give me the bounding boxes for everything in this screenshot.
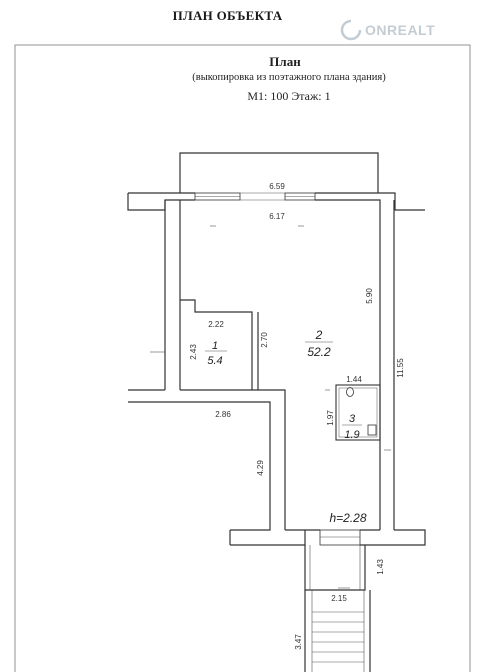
room-3-number: 3 — [349, 413, 356, 425]
dim-vestibule-width: 2.15 — [331, 594, 347, 603]
watermark: ONREALT — [340, 18, 435, 42]
upper-ledge — [179, 152, 379, 193]
entrance-stairs — [304, 590, 371, 672]
watermark-text: ONREALT — [365, 22, 436, 38]
watermark-logo-icon — [340, 19, 362, 41]
dim-room3-width: 1.44 — [346, 375, 362, 384]
room-1-label: 1 5.4 — [205, 340, 227, 367]
room-2-label: 2 52.2 — [305, 328, 333, 359]
plan-scale-floor: М1: 100 Этаж: 1 — [247, 89, 330, 103]
plan-title: План — [269, 54, 301, 69]
document-title: ПЛАН ОБЪЕКТА — [172, 8, 283, 23]
dim-stair-length: 3.47 — [294, 634, 303, 650]
outer-walls — [127, 192, 426, 546]
dim-lower-left-height: 4.29 — [256, 460, 265, 476]
room-3-wc — [335, 384, 381, 441]
entrance-vestibule — [304, 529, 366, 591]
dim-room3-height: 1.97 — [326, 410, 335, 426]
dim-top-inner: 6.17 — [269, 212, 285, 221]
dim-vestibule-side: 1.43 — [376, 559, 385, 575]
dim-top-outer: 6.59 — [269, 182, 285, 191]
room-1-partition — [150, 299, 259, 390]
dim-room1-side: 2.70 — [260, 332, 269, 348]
room-3-area: 1.9 — [344, 429, 359, 441]
room-1-area: 5.4 — [207, 355, 222, 367]
room-2-area: 52.2 — [307, 345, 331, 359]
dim-right-outer: 11.55 — [396, 358, 405, 378]
room-3-label: 3 1.9 — [342, 413, 362, 441]
dim-room1-width: 2.22 — [208, 320, 224, 329]
dim-room1-height: 2.43 — [189, 344, 198, 360]
dimension-ticks — [210, 225, 391, 451]
plan-subtitle: (выкопировка из поэтажного плана здания) — [192, 72, 386, 83]
sink-icon — [367, 424, 377, 436]
toilet-icon — [346, 387, 354, 397]
ceiling-height: h=2.28 — [329, 511, 366, 525]
room-1-number: 1 — [212, 340, 218, 352]
sheet-frame — [14, 44, 471, 672]
dim-right-inner: 5.90 — [365, 288, 374, 304]
top-window — [194, 192, 316, 201]
room-2-number: 2 — [315, 328, 323, 342]
dim-lower-left-width: 2.86 — [215, 410, 231, 419]
